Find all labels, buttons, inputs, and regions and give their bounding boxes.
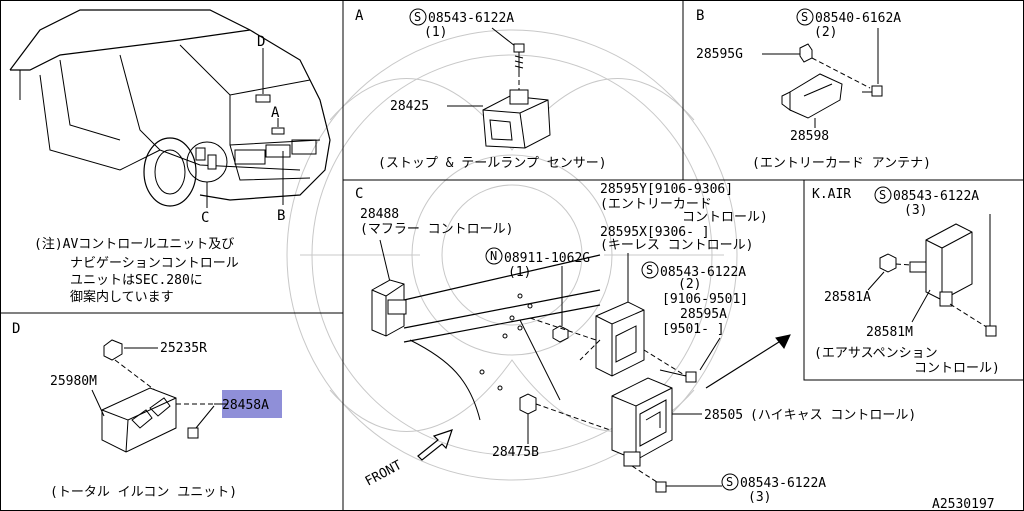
overview-note-line-3: ユニットはSEC.280に — [70, 273, 203, 288]
section-c-entry-part: 28595Y[9106-9306] — [600, 182, 733, 197]
overview-note-line-4: 御案内しています — [70, 289, 174, 305]
section-a: A S 08543-6122A (1) 28425 (ストップ & テールランプ… — [355, 8, 607, 171]
section-kair-screw-qty: (3) — [904, 203, 927, 218]
section-a-part: 28425 — [390, 99, 429, 114]
section-c-nut-part: 08911-1062G — [504, 251, 590, 266]
svg-text:S: S — [414, 10, 421, 24]
overview-label-c: C — [201, 210, 209, 226]
section-d-clip-part: 25235R — [160, 341, 207, 356]
overview-note-line-1: (注)AVコントロールユニット及び — [34, 237, 234, 252]
section-b-screw-part: 08540-6162A — [815, 11, 901, 26]
svg-text:S: S — [646, 263, 653, 277]
section-c-arrow-to-kair — [705, 334, 791, 389]
section-c-muffler-part: 28488 — [360, 207, 399, 222]
section-c-hicas-unit-icon — [611, 377, 673, 467]
section-c-entry-caption-1: (エントリーカード — [600, 197, 712, 212]
section-c-screw2-icon — [655, 481, 667, 493]
svg-text:S: S — [726, 475, 733, 489]
watermark-emblem — [286, 29, 738, 481]
section-c-panel-holes — [479, 293, 533, 391]
section-kair: K.AIR S 08543-6122A (3) 28581A 28581M (エ… — [812, 186, 1000, 376]
section-c-keyless-caption: (キーレス コントロール) — [600, 238, 753, 253]
diagram-code: A2530197 — [932, 497, 995, 511]
section-b-letter: B — [696, 8, 704, 24]
section-b-antenna-icon — [781, 73, 843, 119]
svg-text:S: S — [801, 10, 808, 24]
overview-label-b: B — [277, 208, 285, 224]
section-c-alt-range: [9501- ] — [662, 322, 725, 337]
section-a-screw-symbol — [409, 8, 427, 26]
overview-note: (注)AVコントロールユニット及び ナビゲーションコントロール ユニットはSEC… — [34, 237, 239, 305]
section-b-nut-part: 28595G — [696, 47, 743, 62]
section-c-screw-part: 08543-6122A — [660, 265, 746, 280]
section-kair-caption-2: コントロール) — [914, 361, 1000, 376]
section-c-clip-part: 28475B — [492, 445, 539, 460]
section-c-letter: C — [355, 186, 363, 202]
overview-note-line-2: ナビゲーションコントロール — [70, 256, 239, 271]
section-kair-nut-icon — [879, 253, 897, 273]
section-kair-screw-icon — [985, 325, 997, 337]
overview-label-a: A — [271, 105, 280, 121]
section-b-caption: (エントリーカード アンテナ) — [752, 156, 931, 171]
section-c-muffler-caption: (マフラー コントロール) — [360, 222, 513, 237]
section-c-nut-qty: (1) — [508, 265, 531, 280]
section-c-front-arrow-icon — [417, 429, 453, 461]
section-b: B S 08540-6162A (2) 28595G 28598 (エントリーカ… — [696, 8, 931, 171]
section-c-muffler-unit-icon — [371, 279, 407, 337]
section-c-hicas-caption: (ハイキャス コントロール) — [750, 408, 916, 423]
section-b-screw-icon — [862, 85, 883, 97]
section-d-caption: (トータル イルコン ユニット) — [50, 485, 237, 500]
section-kair-unit-icon — [909, 223, 973, 307]
svg-text:N: N — [490, 249, 497, 263]
section-b-screw-symbol — [796, 8, 814, 26]
section-c-entry-caption-2: コントロール) — [682, 210, 768, 225]
section-c-nut-icon — [552, 325, 569, 343]
section-a-screw-qty: (1) — [424, 25, 447, 40]
section-b-screw-qty: (2) — [814, 25, 837, 40]
section-c-screw2-symbol — [721, 473, 739, 491]
section-c-clip-icon — [519, 393, 537, 415]
section-c-screw-range: [9106-9501] — [662, 292, 748, 307]
section-d-unit-part: 25980M — [50, 374, 97, 389]
section-b-nut-icon — [799, 43, 813, 63]
section-c: C 28488 (マフラー コントロール) 28595Y[9106-9306] … — [355, 182, 916, 505]
section-c-front-label: FRONT — [363, 458, 405, 490]
car-overview: D A C B — [9, 9, 331, 226]
section-a-sensor-icon — [482, 89, 551, 149]
section-c-screw-symbol — [641, 261, 659, 279]
section-kair-screw-symbol — [874, 186, 892, 204]
overview-label-d: D — [257, 34, 265, 50]
section-c-keyless-part: 28595X[9306- ] — [600, 225, 710, 240]
section-d: D 25235R 25980M 28458A (トータル イルコン ユニット) — [12, 321, 282, 500]
section-d-letter: D — [12, 321, 20, 337]
section-a-caption: (ストップ & テールランプ センサー) — [378, 156, 607, 171]
section-d-bolt-highlight — [222, 390, 282, 418]
section-c-entry-unit-icon — [595, 301, 645, 377]
section-c-screw2-qty: (3) — [748, 490, 771, 505]
section-c-hicas-part: 28505 — [704, 408, 743, 423]
section-kair-screw-part: 08543-6122A — [893, 189, 979, 204]
svg-text:S: S — [879, 188, 886, 202]
section-d-bolt-icon — [187, 405, 215, 439]
section-a-letter: A — [355, 8, 364, 24]
section-d-unit-icon — [101, 387, 177, 453]
section-c-nut-symbol — [485, 247, 503, 265]
section-kair-unit-part: 28581M — [866, 325, 913, 340]
section-b-antenna-part: 28598 — [790, 129, 829, 144]
section-kair-caption-1: (エアサスペンション — [814, 346, 938, 361]
section-a-screw-icon — [513, 43, 525, 72]
section-a-screw-part: 08543-6122A — [428, 11, 514, 26]
section-c-screw-icon — [659, 369, 697, 383]
section-d-clip-icon — [103, 339, 123, 361]
section-kair-title: K.AIR — [812, 187, 851, 202]
section-kair-nut-part: 28581A — [824, 290, 871, 305]
section-c-screw-qty: (2) — [678, 277, 701, 292]
section-c-screw2-part: 08543-6122A — [740, 476, 826, 491]
section-d-bolt-part: 28458A — [222, 398, 269, 413]
section-c-alt-part: 28595A — [680, 307, 727, 322]
